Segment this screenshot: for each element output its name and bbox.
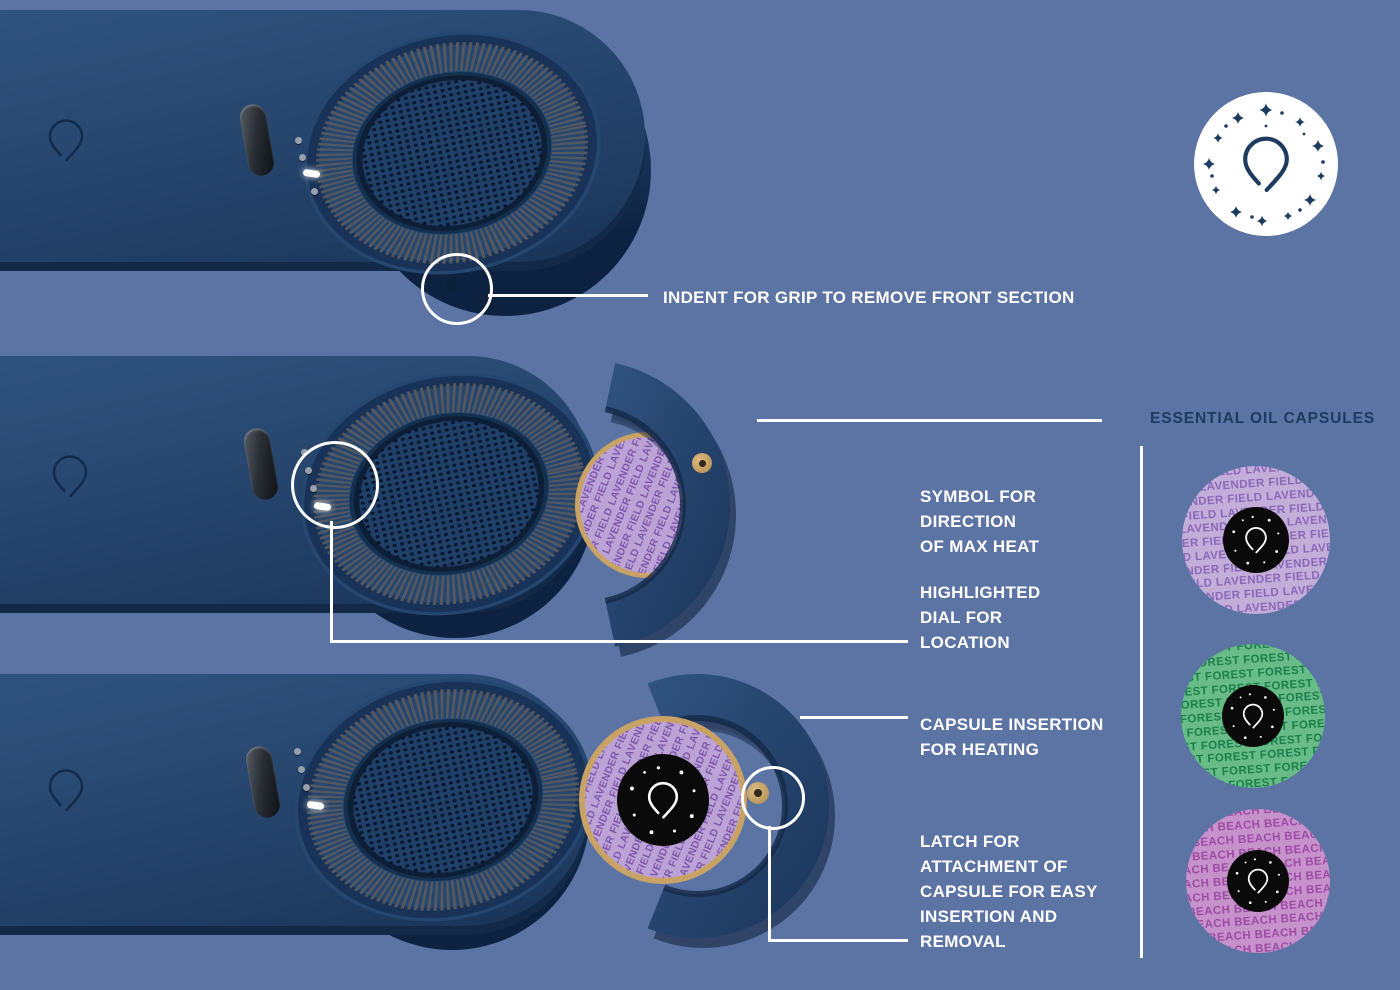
device2-brand-pin-icon: [52, 455, 88, 498]
callout-line-latch-horizontal: [768, 939, 908, 942]
label-latch: LATCH FOR ATTACHMENT OF CAPSULE FOR EASY…: [920, 832, 1098, 951]
callout-line-dial-vertical: [330, 521, 333, 643]
callout-line-latch-vertical: [768, 826, 771, 941]
device1-dial-dot: [295, 137, 302, 144]
callout-line-capsules: [757, 419, 1102, 422]
device3-dial-dot: [294, 748, 301, 755]
capsules-separator-line: [1140, 446, 1143, 958]
capsule-beach-core: [1227, 850, 1289, 912]
callout-circle-indent: [421, 253, 493, 325]
callout-line-indent: [488, 294, 648, 297]
callout-line-insertion: [800, 716, 908, 719]
device3-dial-dot: [303, 784, 310, 791]
capsule-forest-core: [1222, 685, 1284, 747]
device3-dial-dot: [298, 766, 305, 773]
capsule-beach: BEACH BEACH BEACH BEACH BEACH BEACH BEAC…: [1186, 809, 1330, 953]
callout-circle-dial: [291, 441, 379, 529]
device3-brand-pin-icon: [48, 769, 84, 812]
capsule-lavender-field: LAVENDER FIELD LAVENDER FIELD LAVENDER F…: [1182, 466, 1330, 614]
device1-brand-pin-icon: [48, 119, 84, 162]
device2-capsule-latch: [692, 453, 712, 473]
device3-oil-capsule: LAVENDER FIELD LAVENDER FIELD LAVENDER F…: [579, 716, 747, 884]
label-insertion: CAPSULE INSERTION FOR HEATING: [920, 715, 1104, 759]
label-dial: HIGHLIGHTED DIAL FOR LOCATION: [920, 583, 1041, 652]
device2-front-section: [604, 363, 730, 647]
device1-dial-dot: [299, 154, 306, 161]
label-indent: INDENT FOR GRIP TO REMOVE FRONT SECTION: [663, 288, 1075, 307]
callout-circle-latch: [741, 766, 805, 830]
capsule-forest: FOREST FOREST FOREST FOREST FOREST FORES…: [1181, 644, 1325, 788]
label-symbol-heat: SYMBOL FOR DIRECTION OF MAX HEAT: [920, 487, 1040, 556]
device1-dial-dot: [311, 188, 318, 195]
device3-capsule-core: [617, 754, 709, 846]
brand-logo: [1194, 92, 1338, 236]
capsules-section-title: ESSENTIAL OIL CAPSULES: [1150, 410, 1376, 427]
capsule-lavender-core: [1223, 507, 1289, 573]
callout-line-dial-horizontal: [330, 640, 908, 643]
